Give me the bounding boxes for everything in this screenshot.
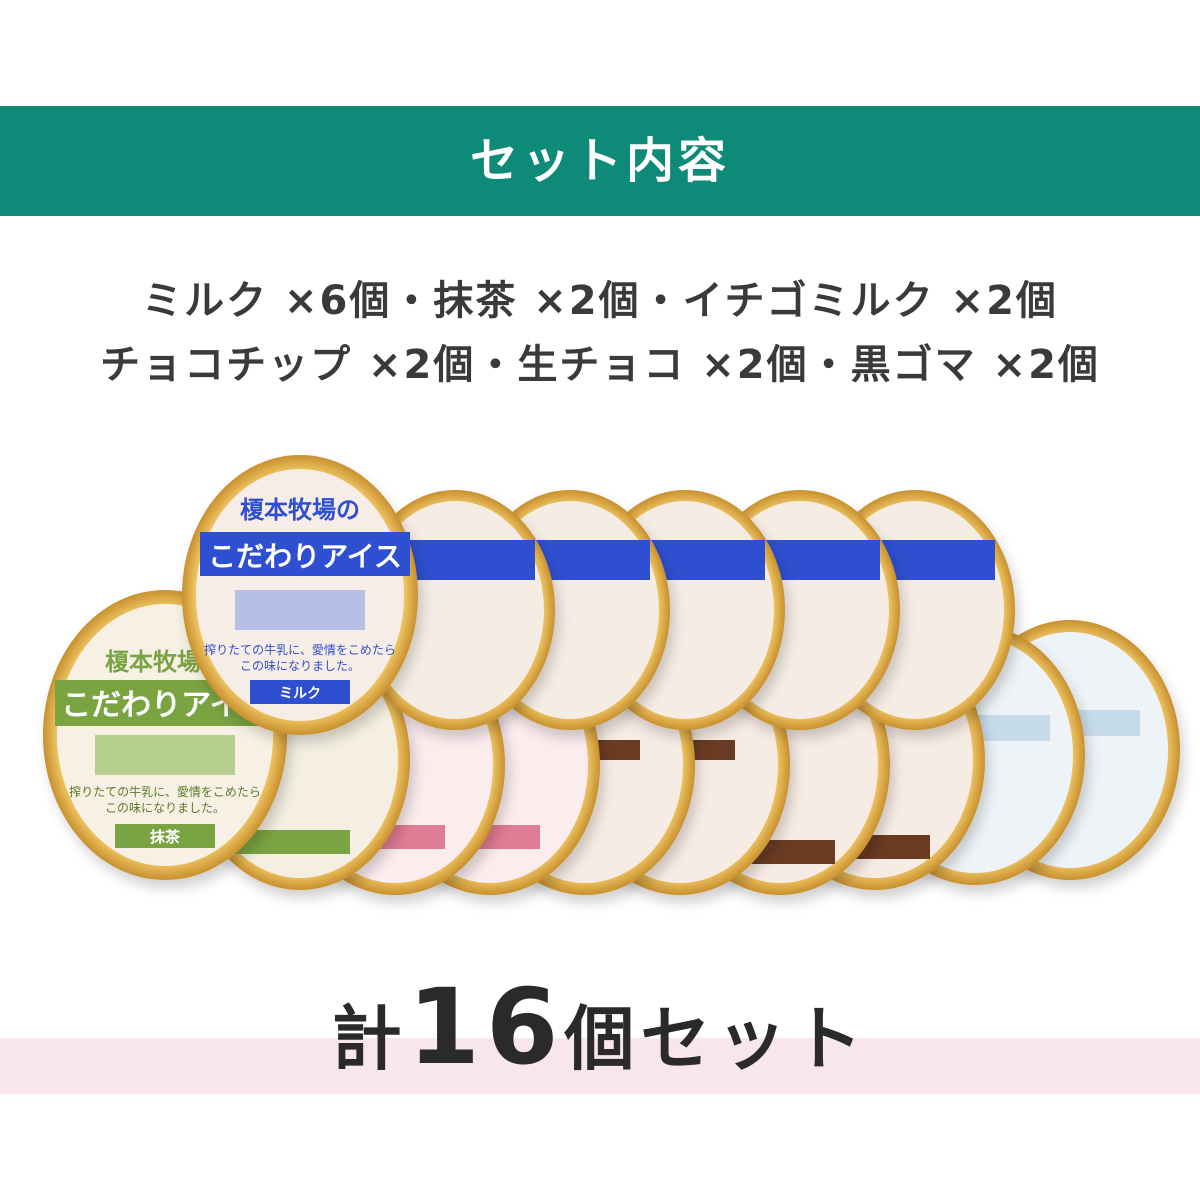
total-prefix: 計	[331, 998, 408, 1080]
lid-slogan-1: 搾りたての牛乳に、愛情をこめたら	[69, 784, 261, 799]
lid-slogan-2: この味になりました。	[105, 801, 225, 815]
lid-flavor-milk: ミルク	[279, 686, 321, 702]
lid-brand-main: こだわりアイス	[208, 540, 402, 573]
total-count: 計16個セット	[0, 966, 1200, 1088]
lid-milk-front: 榎本牧場の こだわりアイス 搾りたての牛乳に、愛情をこめたら この味になりました…	[182, 455, 418, 735]
lid-brand-top: 榎本牧場の	[240, 496, 360, 524]
lid-slogan-2: この味になりました。	[240, 659, 360, 673]
total-suffix: 個セット	[564, 998, 869, 1080]
page-title: セット内容	[469, 133, 730, 189]
set-contents-line-2: チョコチップ ×2個・生チョコ ×2個・黒ゴマ ×2個	[100, 342, 1100, 388]
pink-band	[0, 1038, 1200, 1094]
lid-slogan-1: 搾りたての牛乳に、愛情をこめたら	[204, 642, 396, 657]
set-contents-line-1: ミルク ×6個・抹茶 ×2個・イチゴミルク ×2個	[142, 278, 1058, 324]
header-band	[0, 106, 1200, 216]
product-lids-image: 榎本牧場の こだわりアイス 搾りたての牛乳に、愛情をこめたら この味になりました…	[0, 440, 1200, 960]
total-number: 16	[407, 966, 565, 1088]
lid-flavor-matcha: 抹茶	[150, 828, 181, 846]
